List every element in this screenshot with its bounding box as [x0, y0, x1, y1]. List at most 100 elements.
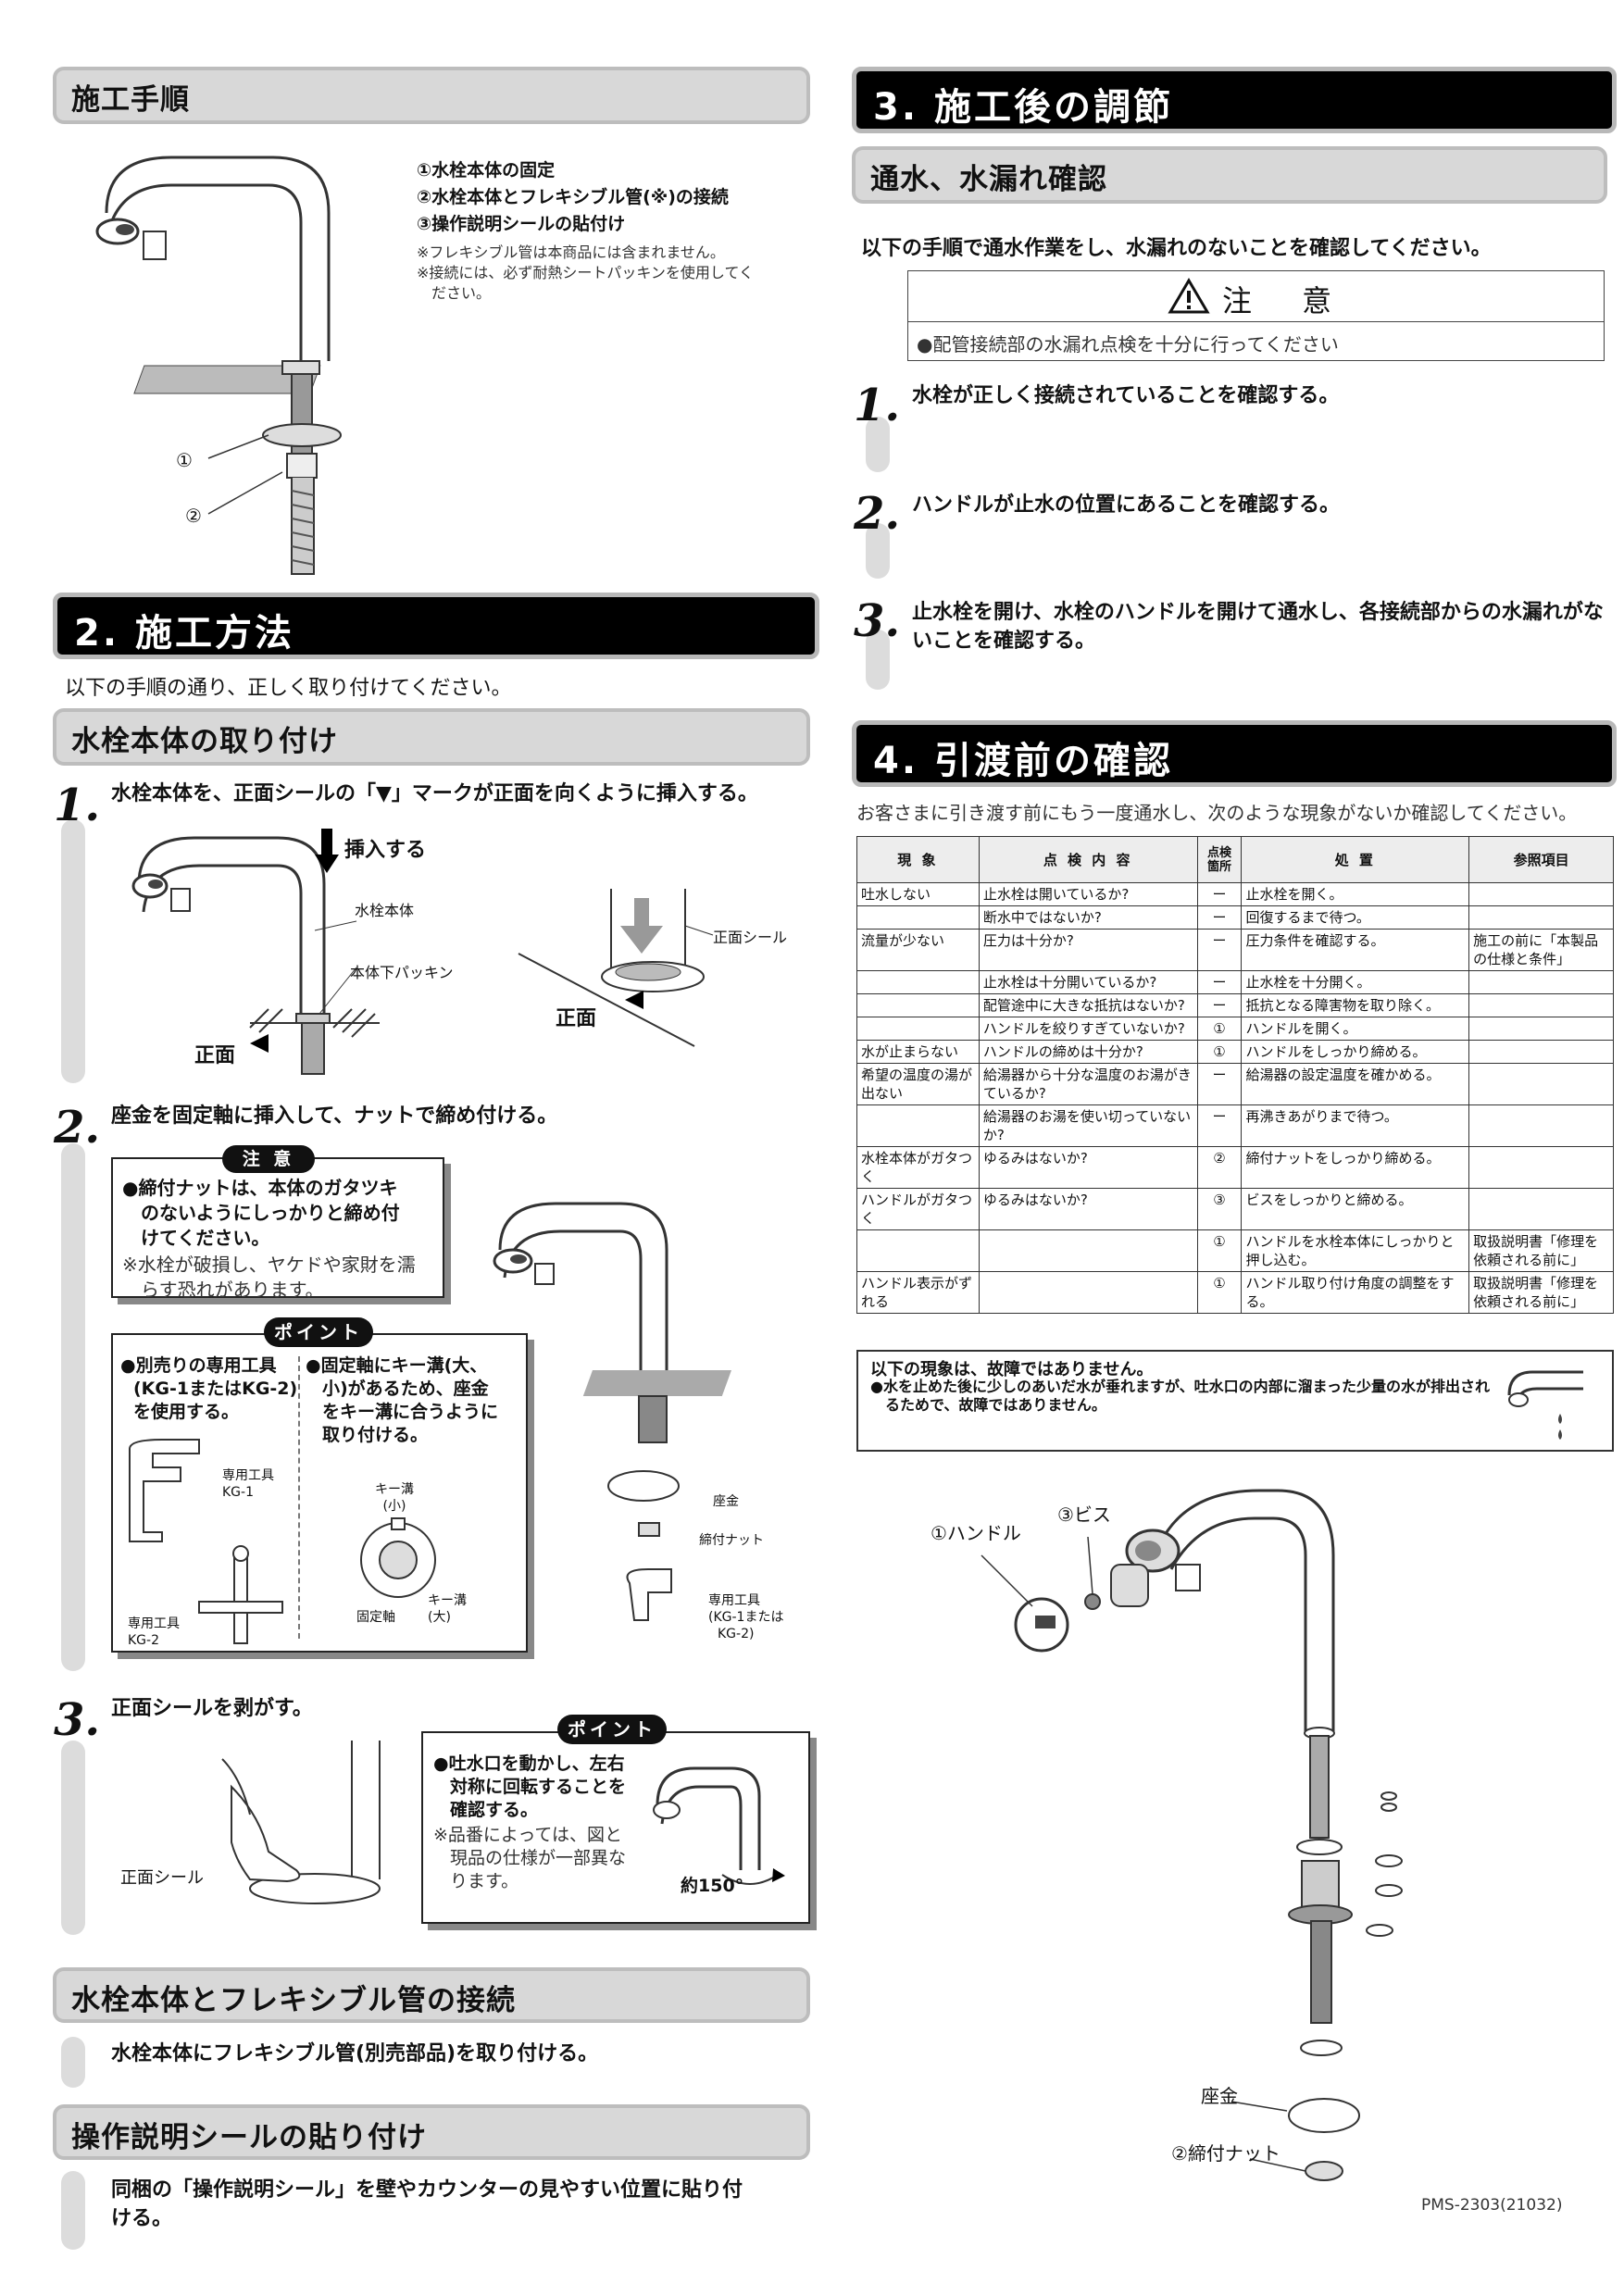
- step1-seal-illustration: [518, 889, 714, 1047]
- sticker-text: 同梱の「操作説明シール」を壁やカウンターの見やすい位置に貼り付 ける。: [111, 2176, 743, 2233]
- step3-seal-label: 正面シール: [120, 1868, 204, 1888]
- table-cell: 圧力条件を確認する。: [1241, 929, 1470, 971]
- procedure-faucet-illustration: [95, 156, 342, 575]
- warning-box: [907, 270, 1605, 361]
- step3-peel-illustration: [221, 1741, 381, 1904]
- kg2-line: KG-2: [128, 1633, 159, 1648]
- caution-line: けてください。: [141, 1227, 270, 1249]
- procedure-header: 施工手順: [53, 67, 810, 124]
- step1-packing-label: 本体下パッキン: [350, 964, 454, 981]
- table-cell: ー: [1196, 1063, 1243, 1105]
- table-cell: ー: [1196, 929, 1243, 971]
- step3-text: 正面シールを剥がす。: [111, 1697, 313, 1720]
- procedure-notes: ※フレキシブル管は本商品には含まれません。 ※接続には、必ず耐熱シートパッキンを…: [417, 243, 754, 304]
- table-cell: ビスをしっかりと締める。: [1241, 1188, 1470, 1230]
- dripping-faucet-icon: [1507, 1370, 1583, 1440]
- table-cell: 回復するまで待つ。: [1241, 905, 1470, 930]
- point3-note-line: ※品番によっては、図と: [433, 1825, 623, 1845]
- section4-intro: お客さまに引き渡す前にもう一度通水し、次のような現象がないか確認してください。: [856, 802, 1578, 824]
- procedure-item: ②水栓本体とフレキシブル管(※)の接続: [417, 187, 729, 207]
- check-step1-bar: [866, 417, 890, 472]
- exploded-screw-label: ③ビス: [1057, 1504, 1111, 1526]
- point3-note-line: ります。: [450, 1871, 519, 1891]
- table-cell: 圧力は十分か?: [978, 929, 1198, 971]
- inspection-table: 現 象 点 検 内 容 点検箇所 処 置 参照項目 吐水しない止水栓は開いている…: [856, 836, 1614, 1314]
- point3-line: 確認する。: [450, 1800, 539, 1820]
- table-cell: ハンドルを絞りすぎていないか?: [978, 1017, 1198, 1041]
- nut-label: 締付ナット: [699, 1533, 764, 1548]
- tool-kg1-illustration: [129, 1439, 200, 1542]
- table-row: 希望の温度の湯が出ない給湯器から十分な温度のお湯がきているか?ー給湯器の設定温度…: [856, 1063, 1614, 1105]
- table-cell: 給湯器から十分な温度のお湯がきているか?: [978, 1063, 1198, 1105]
- step3-point-text: ●吐水口を動かし、左右 対称に回転することを 確認する。: [433, 1753, 626, 1822]
- table-cell: 止水栓は開いているか?: [978, 882, 1198, 906]
- tool-right-line: KG-2): [718, 1627, 755, 1641]
- table-cell: 流量が少ない: [856, 929, 980, 971]
- flex-text: 水栓本体にフレキシブル管(別売部品)を取り付ける。: [111, 2042, 599, 2065]
- check-step3-bar: [866, 630, 890, 690]
- step2-point-divider: [298, 1356, 300, 1639]
- table-row: 吐水しない止水栓は開いているか?ー止水栓を開く。: [856, 882, 1614, 906]
- procedure-note: ※接続には、必ず耐熱シートパッキンを使用してく: [417, 264, 754, 281]
- step3-number: 3.: [54, 1694, 101, 1746]
- step2-caution-note: ※水栓が破損し、ヤケドや家財を濡 らす恐れがあります。: [122, 1253, 416, 1303]
- table-cell: ③: [1196, 1188, 1243, 1230]
- table-cell: ①: [1196, 1271, 1243, 1314]
- table-row: 給湯器のお湯を使い切っていないか?ー再沸きあがりまで待つ。: [856, 1104, 1614, 1147]
- table-cell: 吐水しない: [856, 882, 980, 906]
- tool-right-line: 専用工具: [708, 1593, 760, 1608]
- key-small-line: (小): [382, 1499, 406, 1514]
- table-cell: ②: [1196, 1146, 1243, 1189]
- table-cell: [856, 970, 980, 994]
- point-b-line: 取り付ける。: [322, 1425, 429, 1445]
- step3-point-note: ※品番によっては、図と 現品の仕様が一部異な ります。: [433, 1824, 626, 1893]
- flex-header: 水栓本体とフレキシブル管の接続: [53, 1967, 810, 2023]
- caution-note-line: らす恐れがあります。: [141, 1279, 324, 1301]
- check-step3-text: 止水栓を開け、水栓のハンドルを開けて通水し、各接続部からの水漏れがないことを確認…: [912, 601, 1604, 653]
- document-code: PMS-2303(21032): [1421, 2196, 1563, 2215]
- table-cell: 締付ナットをしっかり締める。: [1241, 1146, 1470, 1189]
- notfault-title: 以下の現象は、故障ではありません。: [870, 1360, 1154, 1379]
- tool-kg2-illustration: [198, 1545, 283, 1644]
- table-header-cell: 点 検 内 容: [978, 836, 1198, 883]
- step1-body-label: 水栓本体: [355, 902, 415, 919]
- procedure-list: ①水栓本体の固定 ②水栓本体とフレキシブル管(※)の接続 ③操作説明シールの貼付…: [417, 157, 729, 238]
- procedure-note: ださい。: [431, 284, 492, 302]
- table-cell: ハンドルの締めは十分か?: [978, 1040, 1198, 1064]
- table-cell: 給湯器の設定温度を確かめる。: [1241, 1063, 1470, 1105]
- table-cell: ゆるみはないか?: [978, 1188, 1198, 1230]
- tool-kg2-label: 専用工具 KG-2: [128, 1616, 180, 1649]
- table-cell: ハンドルをしっかり締める。: [1241, 1040, 1470, 1064]
- notfault-line: ●水を止めた後に少しのあいだ水が垂れますが、吐水口の内部に溜まった少量の水が排出…: [870, 1378, 1491, 1395]
- kg2-line: 専用工具: [128, 1616, 180, 1631]
- sticker-bar: [61, 2171, 85, 2250]
- table-row: 配管途中に大きな抵抗はないか?ー抵抗となる障害物を取り除く。: [856, 993, 1614, 1017]
- caution-line: ●締付ナットは、本体のガタツキ: [122, 1177, 398, 1199]
- check-step1-number: 1.: [854, 380, 901, 431]
- point-a-line: (KG-1またはKG-2): [133, 1379, 298, 1399]
- inspection-table-wrap: 現 象 点 検 内 容 点検箇所 処 置 参照項目 吐水しない止水栓は開いている…: [856, 836, 1614, 1314]
- table-cell: ①: [1196, 1017, 1243, 1041]
- table-cell: [1468, 1188, 1614, 1230]
- table-cell: 再沸きあがりまで待つ。: [1241, 1104, 1470, 1147]
- step3-rotate-illustration: [653, 1766, 785, 1885]
- table-cell: 抵抗となる障害物を取り除く。: [1241, 993, 1470, 1017]
- tool-right-label: 専用工具 (KG-1または KG-2): [708, 1592, 783, 1642]
- table-cell: [856, 1104, 980, 1147]
- point-b-line: をキー溝に合うように: [322, 1402, 499, 1422]
- table-cell: ハンドルを水栓本体にしっかりと押し込む。: [1241, 1229, 1470, 1272]
- step2-point-label: ポイント: [264, 1317, 373, 1347]
- step1-faucet-illustration: [131, 829, 380, 1075]
- key-small-label: キー溝 (小): [375, 1481, 414, 1515]
- section2-intro: 以下の手順の通り、正しく取り付けてください。: [65, 677, 512, 700]
- caution-note-line: ※水栓が破損し、ヤケドや家財を濡: [122, 1254, 416, 1276]
- table-cell: 水栓本体がガタつく: [856, 1146, 980, 1189]
- section4-title: 4. 引渡前の確認: [852, 720, 1617, 787]
- point3-note-line: 現品の仕様が一部異な: [450, 1848, 627, 1868]
- sticker-header: 操作説明シールの貼り付け: [53, 2104, 810, 2160]
